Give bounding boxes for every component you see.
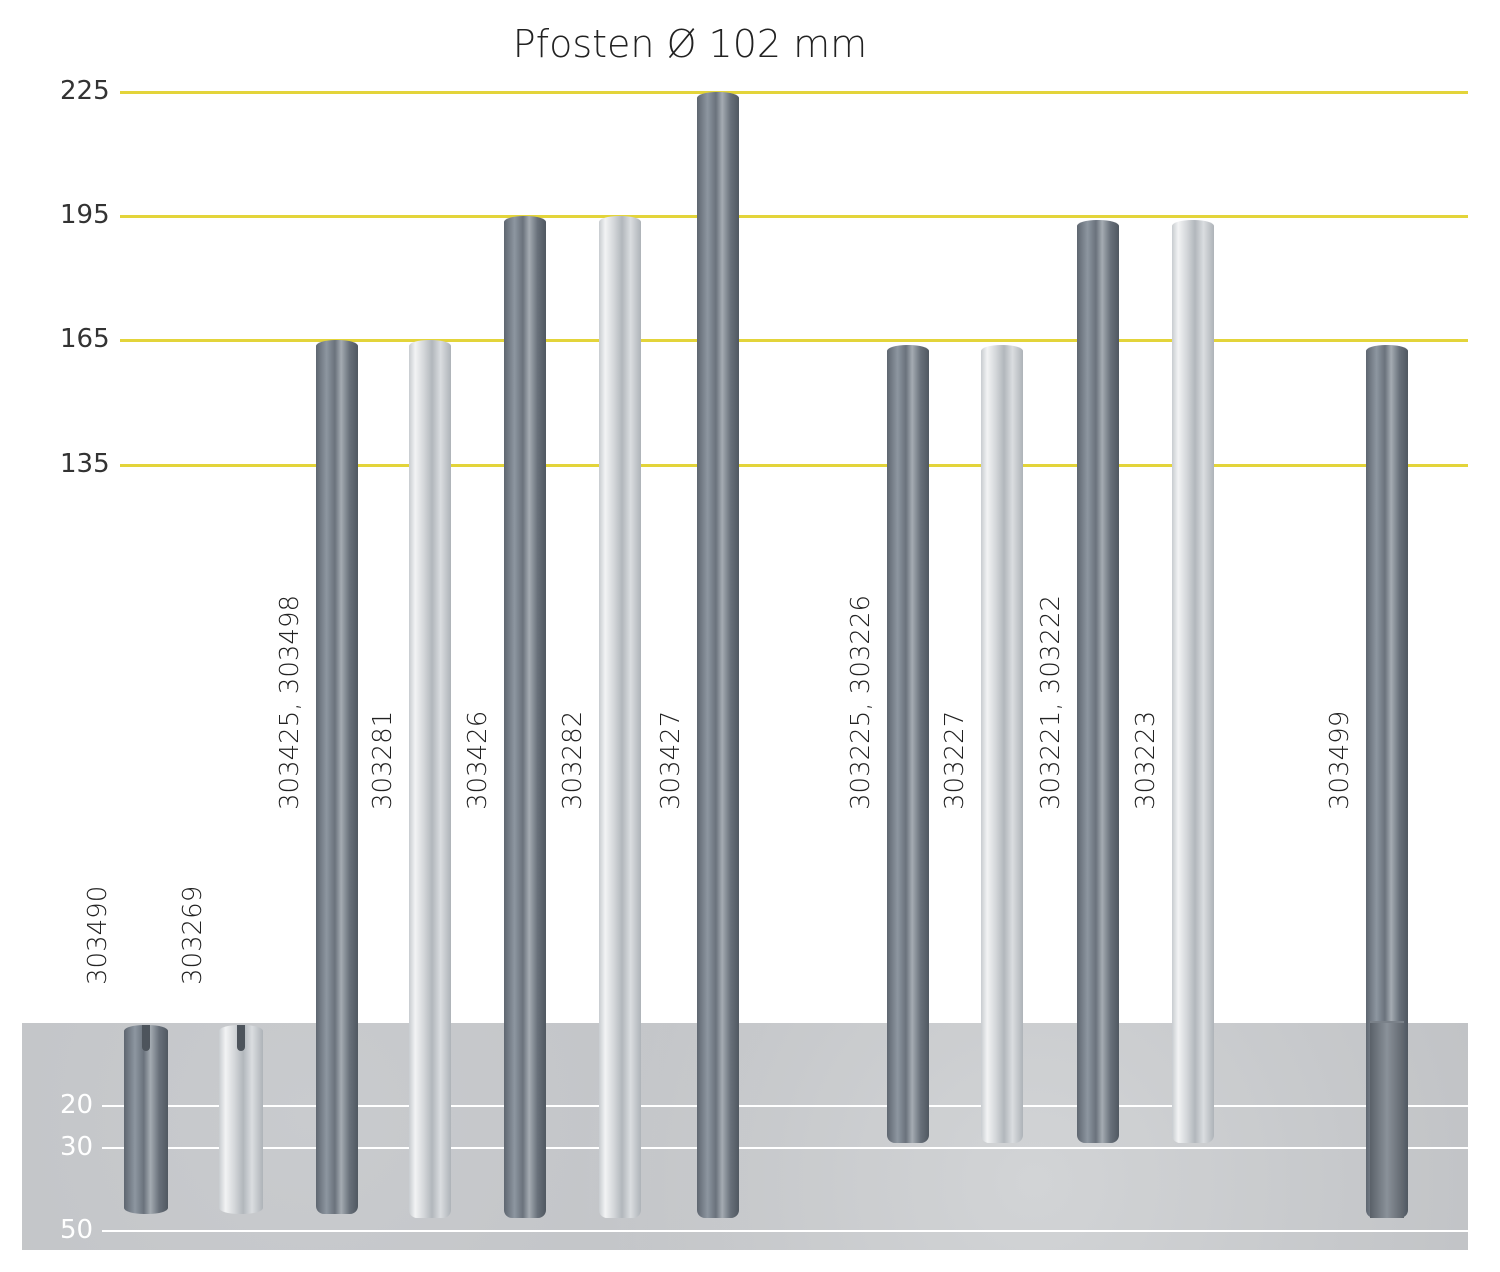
post-11 bbox=[1172, 220, 1214, 1144]
scale-label-135: 135 bbox=[60, 448, 110, 479]
post-label: 303221, 303222 bbox=[1036, 594, 1066, 810]
scale-label-165: 165 bbox=[60, 324, 110, 355]
guide-line-135 bbox=[120, 463, 1468, 467]
sleeve-slot bbox=[237, 1025, 245, 1051]
depth-line-30 bbox=[102, 1146, 1468, 1149]
sleeve-slot bbox=[142, 1025, 150, 1051]
post-label: 303499 bbox=[1325, 710, 1355, 810]
guide-line-165 bbox=[120, 339, 1468, 343]
post-label: 303282 bbox=[558, 710, 588, 810]
post-label: 303223 bbox=[1131, 710, 1161, 810]
depth-line-50 bbox=[102, 1229, 1468, 1232]
scale-label-225: 225 bbox=[60, 76, 110, 107]
post-label: 303281 bbox=[368, 710, 398, 810]
diagram-title: Pfosten Ø 102 mm bbox=[512, 22, 868, 66]
post-3 bbox=[316, 340, 358, 1214]
post-12 bbox=[1366, 344, 1408, 1219]
post-2 bbox=[219, 1025, 263, 1214]
post-base-section bbox=[1370, 1021, 1404, 1219]
post-7 bbox=[697, 92, 739, 1219]
depth-line-20 bbox=[102, 1105, 1468, 1107]
depth-label-30: 30 bbox=[60, 1131, 94, 1162]
ground-section bbox=[22, 1023, 1468, 1250]
post-1 bbox=[124, 1025, 168, 1214]
post-label: 303227 bbox=[940, 710, 970, 810]
post-6 bbox=[599, 216, 641, 1219]
post-9 bbox=[981, 344, 1023, 1144]
guide-line-225 bbox=[120, 91, 1468, 95]
post-4 bbox=[409, 340, 451, 1219]
depth-label-50: 50 bbox=[60, 1214, 94, 1245]
post-label: 303490 bbox=[83, 885, 113, 985]
guide-line-195 bbox=[120, 215, 1468, 219]
post-label: 303425, 303498 bbox=[275, 594, 305, 810]
post-label: 303427 bbox=[656, 710, 686, 810]
post-8 bbox=[887, 344, 929, 1144]
post-10 bbox=[1077, 220, 1119, 1144]
depth-label-20: 20 bbox=[60, 1090, 94, 1120]
post-label: 303426 bbox=[463, 710, 493, 810]
post-5 bbox=[504, 216, 546, 1219]
post-label: 303269 bbox=[178, 885, 208, 985]
post-label: 303225, 303226 bbox=[846, 594, 876, 810]
scale-label-195: 195 bbox=[60, 200, 110, 231]
